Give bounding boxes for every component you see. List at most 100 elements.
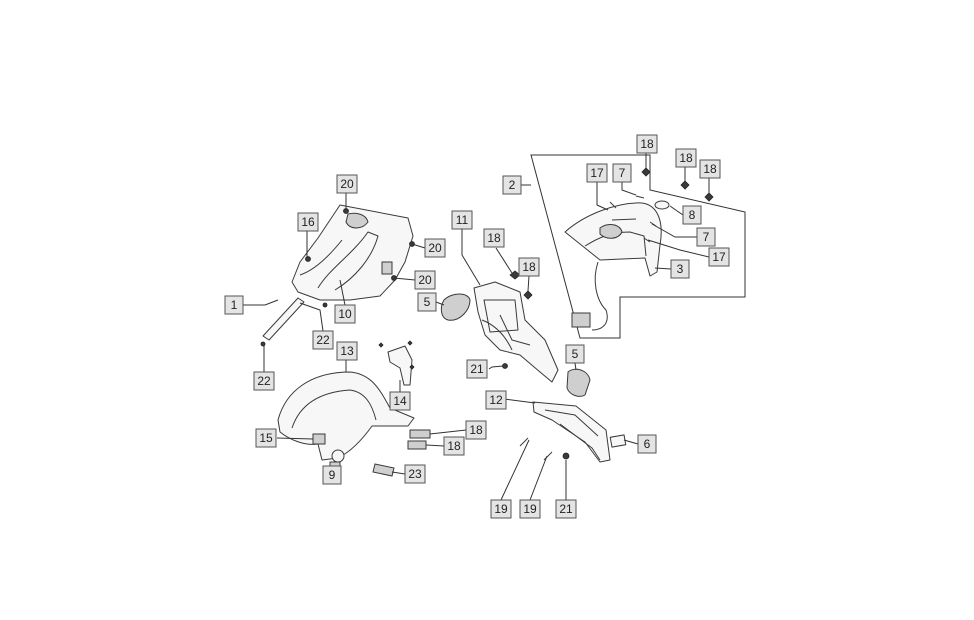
callout-box <box>336 341 358 361</box>
callout-label: 20 <box>340 177 354 191</box>
callout-22: 22 <box>312 330 334 350</box>
callout-10: 10 <box>334 304 356 324</box>
rear-bracket-part <box>473 281 559 383</box>
callout-box <box>297 212 319 232</box>
callout-label: 18 <box>522 260 536 274</box>
callout-box <box>466 359 488 379</box>
callout-17: 17 <box>708 247 730 267</box>
callout-label: 8 <box>689 208 696 222</box>
callout-label: 18 <box>679 151 693 165</box>
callout-9: 9 <box>322 465 342 485</box>
callout-box <box>443 436 465 456</box>
callout-20: 20 <box>414 270 436 290</box>
callout-box <box>518 257 540 277</box>
callout-label: 20 <box>428 241 442 255</box>
callout-19: 19 <box>519 499 541 519</box>
callout-box <box>312 330 334 350</box>
mudguard-part <box>277 371 415 463</box>
reflector-right-part <box>566 368 591 397</box>
callout-label: 11 <box>456 213 469 227</box>
callout-3: 3 <box>670 259 690 279</box>
callout-box <box>417 292 437 312</box>
callout-label: 1 <box>231 298 238 312</box>
callout-box <box>255 428 277 448</box>
callout-label: 19 <box>523 502 537 516</box>
callout-box <box>322 465 342 485</box>
callout-label: 17 <box>712 250 726 264</box>
callout-box <box>555 499 577 519</box>
callout-label: 6 <box>644 437 651 451</box>
callout-18: 18 <box>675 148 697 168</box>
callout-20: 20 <box>336 174 358 194</box>
reflector-left-part <box>440 293 471 321</box>
callout-17: 17 <box>586 163 608 183</box>
callout-label: 7 <box>703 230 710 244</box>
inner-cover-part <box>291 204 414 301</box>
callout-16: 16 <box>297 212 319 232</box>
callout-label: 21 <box>559 502 573 516</box>
callout-21: 21 <box>466 359 488 379</box>
callout-label: 12 <box>489 393 503 407</box>
callout-label: 23 <box>408 467 422 481</box>
callout-2: 2 <box>502 175 522 195</box>
callout-label: 18 <box>469 423 483 437</box>
callout-label: 3 <box>677 262 684 276</box>
callout-5: 5 <box>417 292 437 312</box>
callout-label: 18 <box>447 439 461 453</box>
callout-18: 18 <box>636 134 658 154</box>
callout-box <box>699 159 721 179</box>
callout-box <box>404 464 426 484</box>
callout-label: 13 <box>340 344 354 358</box>
callout-box <box>675 148 697 168</box>
callout-box <box>451 210 473 230</box>
callout-label: 22 <box>316 333 330 347</box>
callout-box <box>519 499 541 519</box>
callout-box <box>253 371 275 391</box>
callout-box <box>586 163 608 183</box>
callout-box <box>414 270 436 290</box>
tail-light-group-frame <box>530 154 746 339</box>
leader-lines <box>241 153 710 501</box>
callout-box <box>612 163 632 183</box>
callout-box <box>224 295 244 315</box>
callout-box <box>565 344 585 364</box>
callout-11: 11 <box>451 210 473 230</box>
callout-label: 5 <box>424 295 431 309</box>
callout-label: 17 <box>590 166 604 180</box>
callout-21: 21 <box>555 499 577 519</box>
callout-6: 6 <box>637 434 657 454</box>
plate-light-part <box>609 434 627 448</box>
license-plate-bracket-part <box>532 401 611 463</box>
callout-label: 2 <box>509 178 516 192</box>
callout-7: 7 <box>612 163 632 183</box>
callout-18: 18 <box>465 420 487 440</box>
callout-22: 22 <box>253 371 275 391</box>
callout-box <box>490 499 512 519</box>
callout-label: 19 <box>494 502 508 516</box>
callout-label: 16 <box>301 215 315 229</box>
callout-18: 18 <box>699 159 721 179</box>
callout-box <box>682 205 702 225</box>
callout-label: 9 <box>329 468 336 482</box>
rod-part <box>260 297 305 347</box>
callout-label: 22 <box>257 374 271 388</box>
callout-box <box>424 238 446 258</box>
callout-label: 10 <box>338 307 352 321</box>
callout-13: 13 <box>336 341 358 361</box>
callout-20: 20 <box>424 238 446 258</box>
fasteners <box>305 167 714 477</box>
callout-box <box>636 134 658 154</box>
callout-label: 14 <box>393 394 407 408</box>
callout-label: 20 <box>418 273 432 287</box>
callout-box <box>334 304 356 324</box>
callout-label: 18 <box>487 231 501 245</box>
callout-18: 18 <box>483 228 505 248</box>
callout-23: 23 <box>404 464 426 484</box>
callout-box <box>637 434 657 454</box>
callout-box <box>485 390 507 410</box>
callout-label: 18 <box>703 162 717 176</box>
callout-18: 18 <box>443 436 465 456</box>
